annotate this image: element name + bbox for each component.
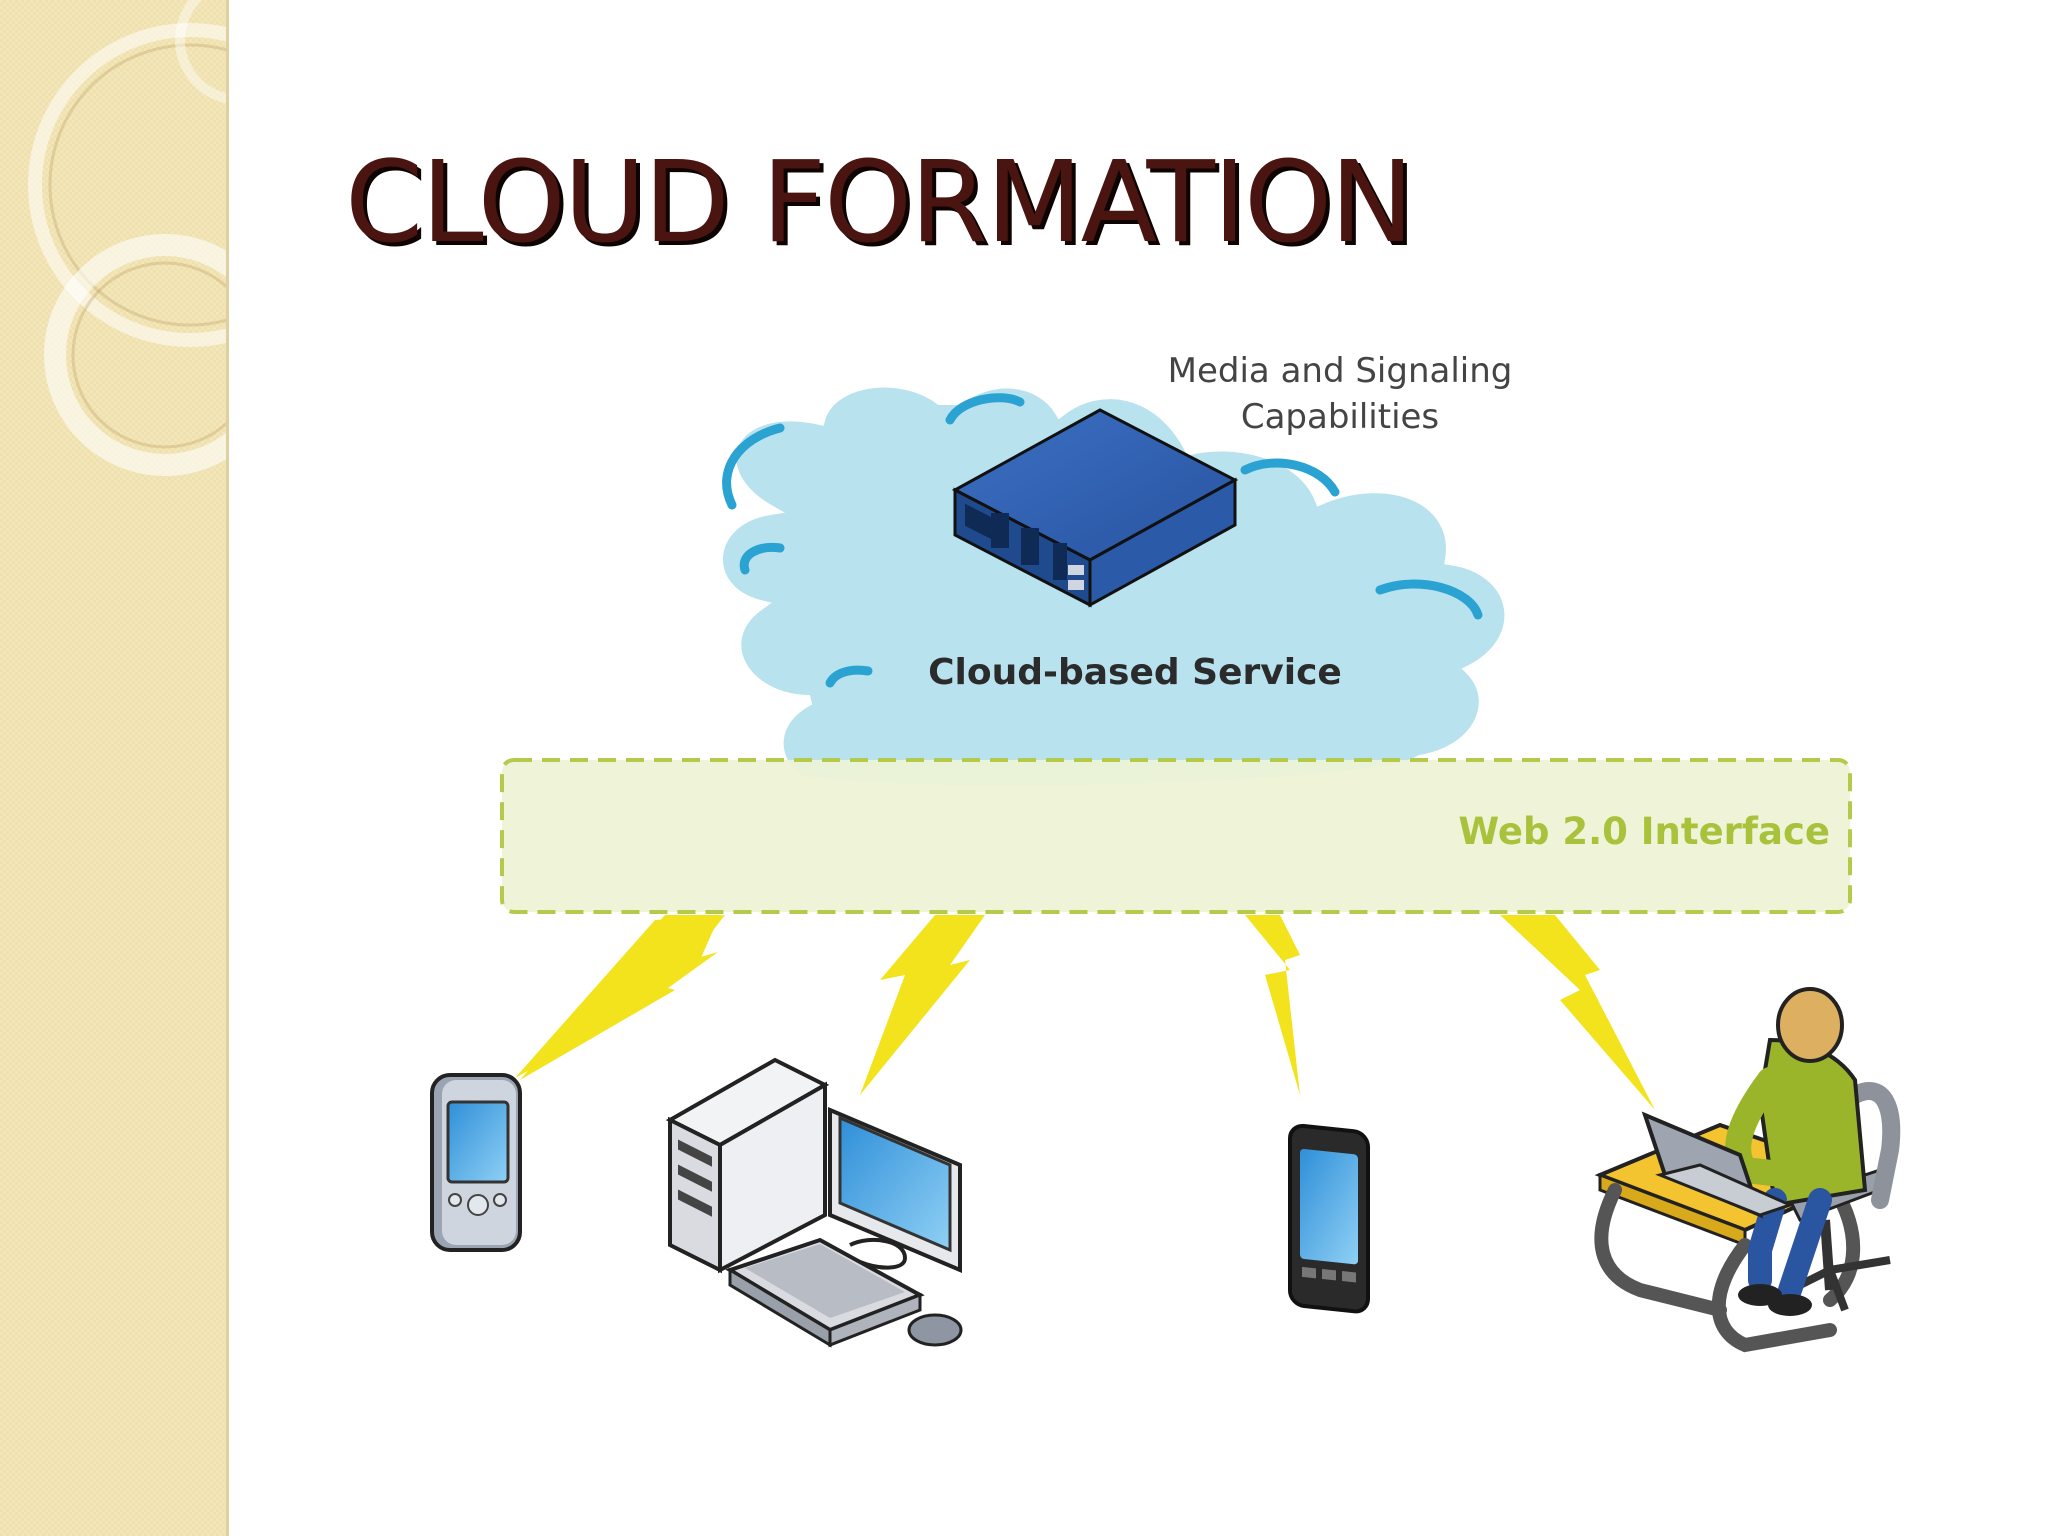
media-label-line1: Media and Signaling bbox=[1167, 351, 1513, 391]
cloud-service-label: Cloud-based Service bbox=[928, 652, 1342, 693]
media-signaling-label: Media and Signaling Capabilities bbox=[1120, 348, 1560, 440]
pda-icon bbox=[430, 1073, 522, 1252]
ring-ornament-icon bbox=[28, 0, 226, 476]
laptop-user-icon bbox=[1594, 987, 1901, 1353]
server-icon bbox=[951, 408, 1239, 608]
web-interface-band bbox=[500, 758, 1852, 914]
smartphone-icon bbox=[1288, 1123, 1370, 1314]
slide-title: CLOUD FORMATION bbox=[345, 138, 1414, 268]
media-label-line2: Capabilities bbox=[1240, 397, 1440, 437]
desktop-computer-icon bbox=[665, 1057, 963, 1348]
web-interface-label: Web 2.0 Interface bbox=[1458, 810, 1830, 853]
decorative-sidebar bbox=[0, 0, 229, 1536]
